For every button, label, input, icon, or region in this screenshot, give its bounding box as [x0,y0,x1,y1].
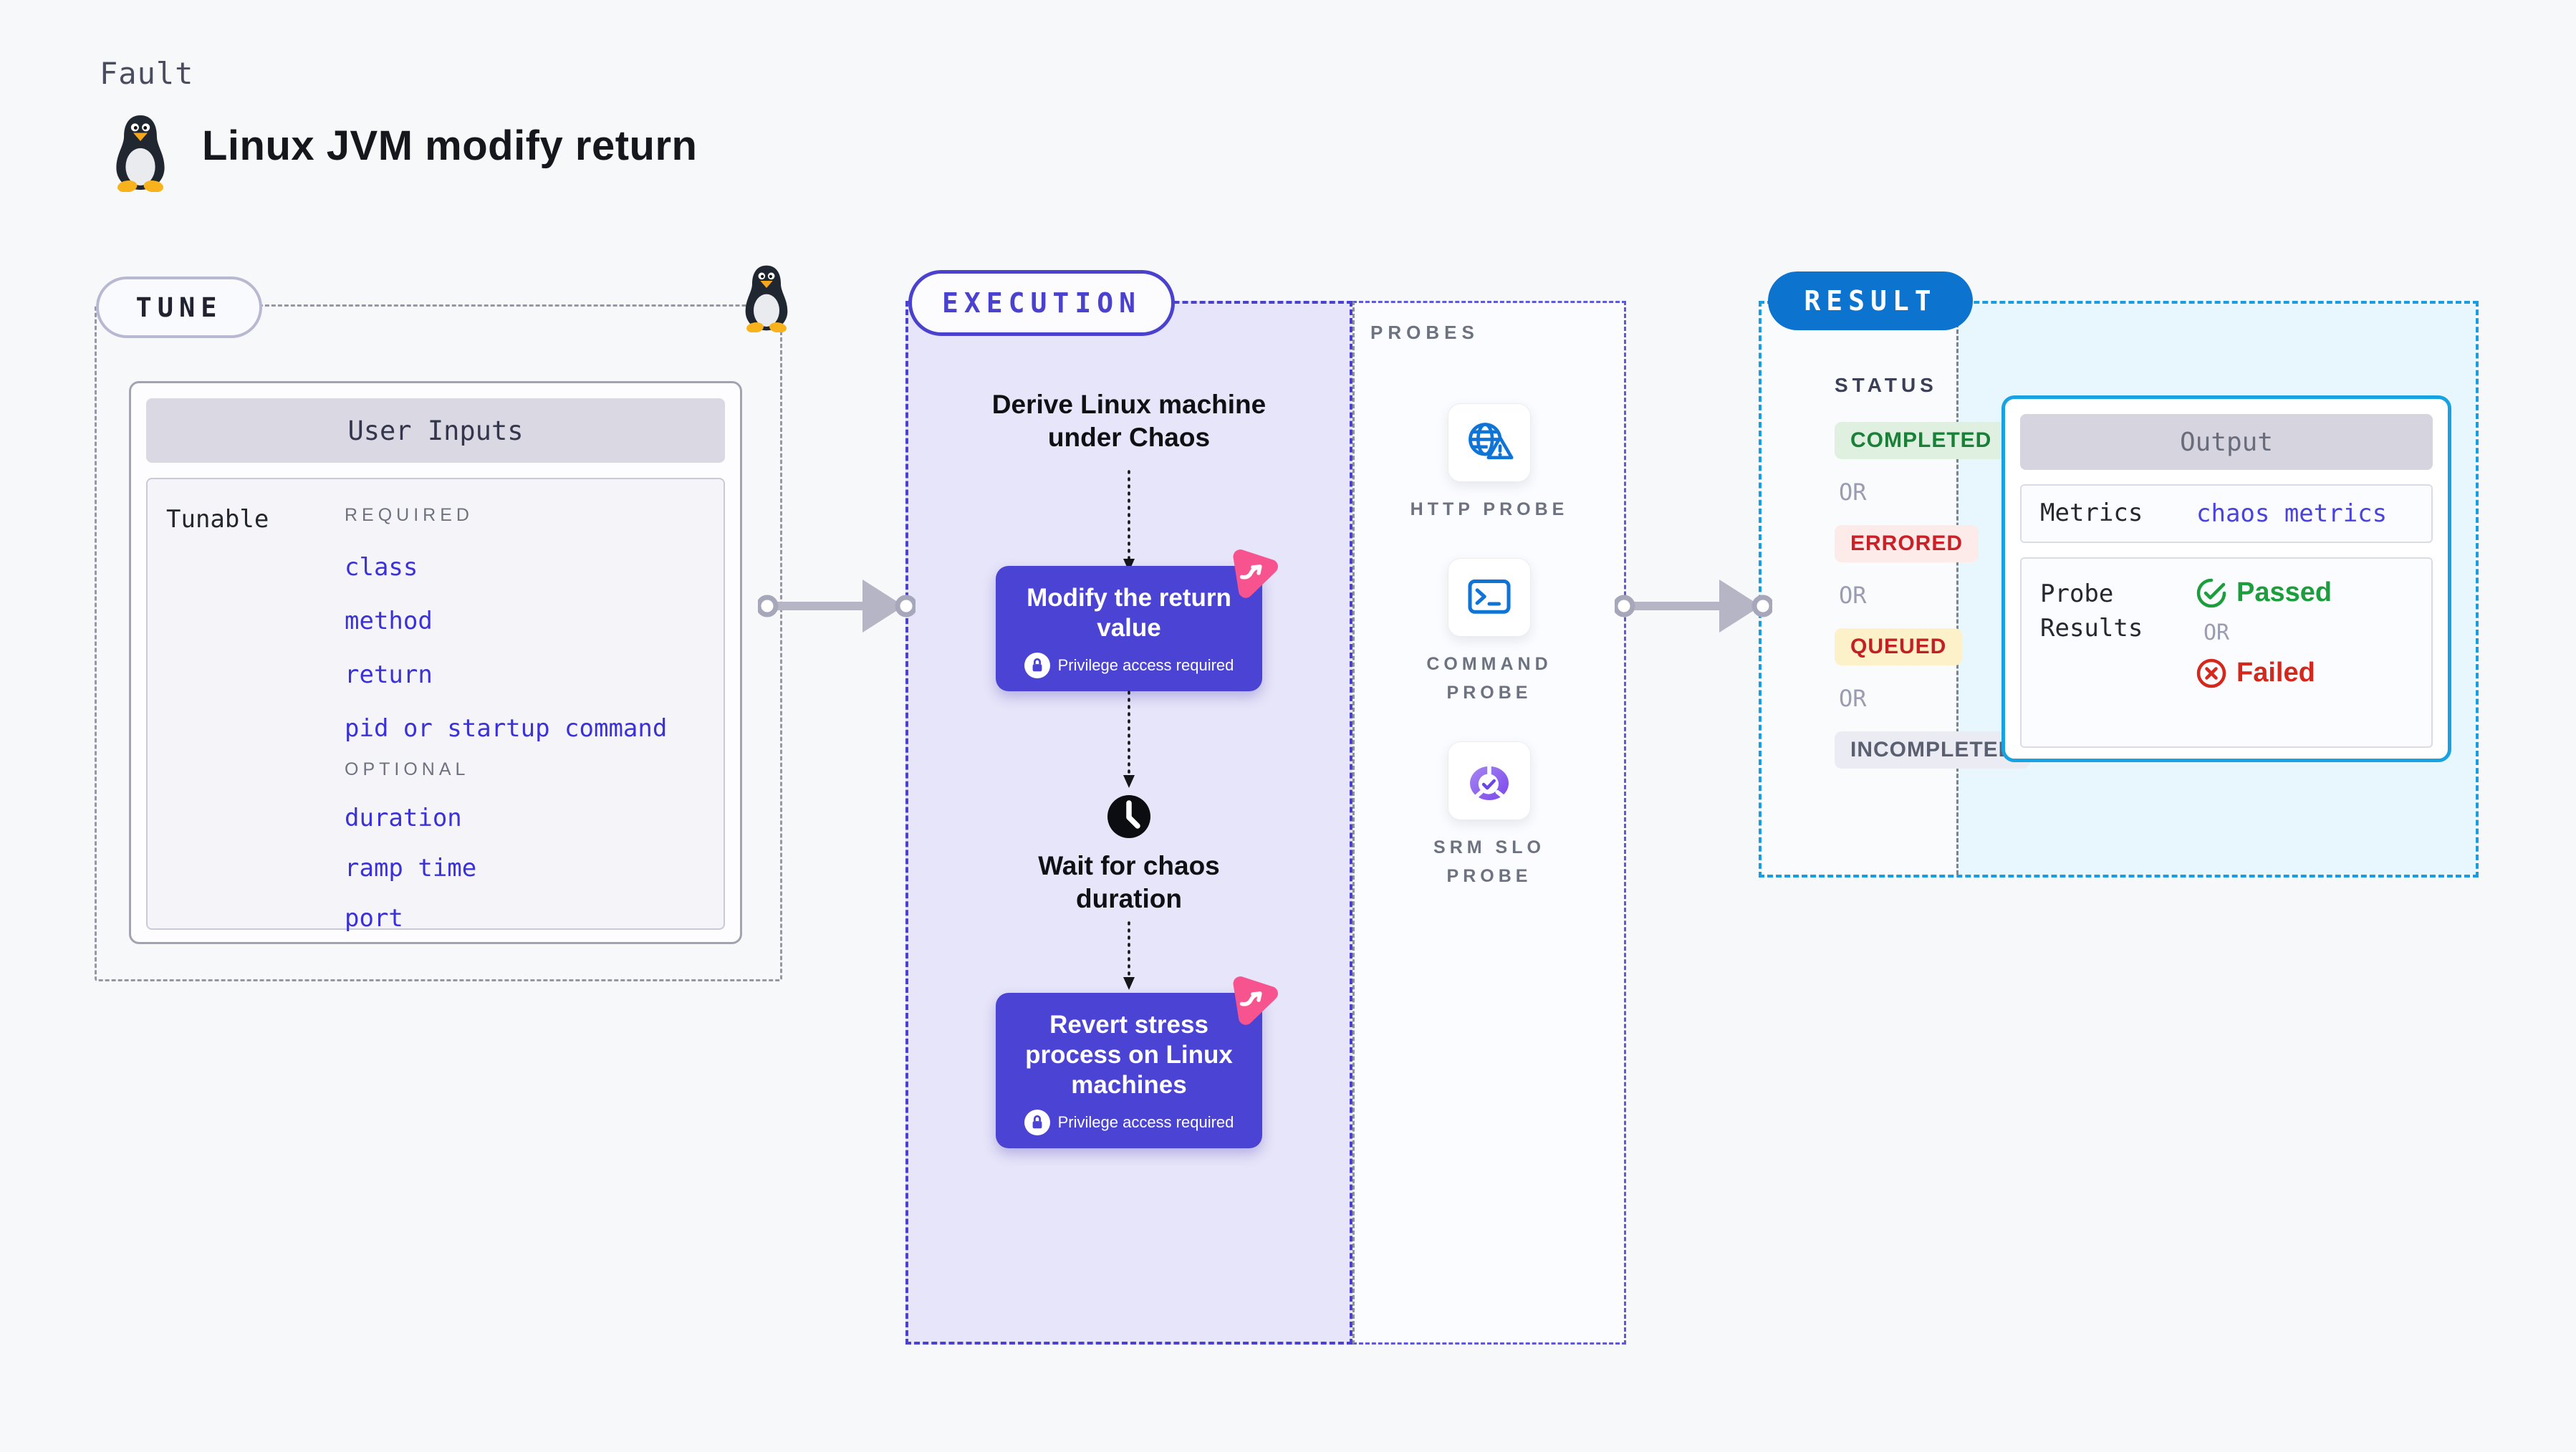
tunable-link-method[interactable]: method [345,607,433,635]
user-inputs-card: User Inputs Tunable REQUIRED class metho… [129,381,742,944]
linux-tux-small-icon [745,265,788,332]
user-inputs-title: User Inputs [146,398,725,463]
probe-name: HTTP PROBE [1410,499,1569,519]
chaos-experiment-icon [1233,976,1278,1025]
x-circle-icon [2196,658,2226,688]
or-separator: OR [1839,685,1867,712]
user-inputs-table: Tunable REQUIRED class method return pid… [146,478,725,931]
status-label: STATUS [1835,374,1938,396]
privilege-row: Privilege access required [1009,1110,1249,1135]
privilege-label: Privilege access required [1057,1113,1234,1131]
metrics-row: Metrics chaos metrics [2020,484,2433,543]
status-column: STATUS COMPLETED OR ERRORED OR QUEUED OR… [1835,374,2031,769]
flow-down-arrow [1123,921,1135,990]
status-badge-errored: ERRORED [1835,525,1979,562]
flow-down-arrow [1123,691,1135,788]
tunable-link-pid-or-startup-command[interactable]: pid or startup command [345,714,668,743]
or-separator: OR [1839,582,1867,609]
http-probe-card [1448,403,1531,482]
or-separator: OR [1839,479,1867,506]
tunable-link-duration[interactable]: duration [345,804,462,832]
terminal-icon [1468,579,1511,614]
tunable-row-label: Tunable [166,505,269,534]
status-badge-queued: QUEUED [1835,628,1963,665]
command-probe-card [1448,558,1531,637]
passed-row: Passed [2196,577,2332,608]
failed-label: Failed [2236,658,2315,688]
result-zone: STATUS COMPLETED OR ERRORED OR QUEUED OR… [1759,301,2479,878]
probe-results-values: Passed OR Failed [2196,577,2332,746]
probes-label: PROBES [1370,322,1479,343]
optional-group-label: OPTIONAL [345,759,470,779]
probe-srm-slo: SRM SLO PROBE [1396,741,1582,890]
slo-donut-check-icon [1470,762,1509,801]
passed-label: Passed [2236,577,2332,607]
fault-kicker: Fault [100,56,194,91]
privilege-label: Privilege access required [1057,656,1234,674]
tunable-values: REQUIRED class method return pid or star… [345,501,668,931]
output-card: Output Metrics chaos metrics Probe Resul… [2001,395,2451,762]
probe-name: COMMAND PROBE [1426,654,1552,703]
or-separator: OR [2203,620,2230,645]
privilege-row: Privilege access required [1009,653,1249,678]
result-pill: RESULT [1768,271,1973,330]
flow-down-arrow [1123,470,1135,572]
wait-step-text: Wait for chaos duration [1038,851,1220,914]
probe-results-row: Probe Results Passed OR [2020,557,2433,748]
status-badge-incompleted: INCOMPLETED [1835,731,2031,769]
page-title: Linux JVM modify return [202,122,698,169]
probe-command: COMMAND PROBE [1396,558,1582,707]
lock-icon [1024,653,1050,678]
modify-return-node: Modify the return value Privilege access… [996,549,1278,691]
tune-pill: TUNE [96,277,262,338]
tunable-link-class[interactable]: class [345,553,418,582]
tune-zone [95,304,782,981]
lock-icon [1024,1110,1050,1135]
required-group-label: REQUIRED [345,505,474,525]
probe-results-label: Probe Results [2040,580,2143,643]
tunable-link-return[interactable]: return [345,660,433,689]
probes-zone: PROBES HTTP PROBE [1352,301,1626,1345]
tunable-link-port[interactable]: port [345,904,403,933]
metrics-label: Metrics [2040,499,2143,528]
revert-stress-title: Revert stress process on Linux machines [1025,1011,1233,1099]
tunable-link-ramp-time[interactable]: ramp time [345,854,477,883]
status-badge-completed: COMPLETED [1835,422,2008,459]
failed-row: Failed [2196,658,2332,688]
check-circle-icon [2196,578,2226,607]
linux-tux-icon [116,115,165,192]
srm-slo-probe-card [1448,741,1531,820]
globe-alert-icon [1469,423,1514,460]
output-title: Output [2020,414,2433,470]
probe-http: HTTP PROBE [1396,403,1582,524]
execution-pill: EXECUTION [908,270,1175,336]
chaos-experiment-icon [1233,549,1278,598]
metrics-value[interactable]: chaos metrics [2196,499,2388,528]
tune-to-execution-arrow [758,580,915,633]
execution-to-result-arrow [1615,580,1772,633]
execution-zone: Derive Linux machine under Chaos Modify … [905,301,1352,1345]
probe-name: SRM SLO PROBE [1433,837,1545,886]
derive-step-text: Derive Linux machine under Chaos [991,390,1267,453]
wait-clock-icon [1107,795,1150,838]
modify-return-title: Modify the return value [1027,584,1231,642]
revert-stress-node: Revert stress process on Linux machines … [996,976,1278,1148]
